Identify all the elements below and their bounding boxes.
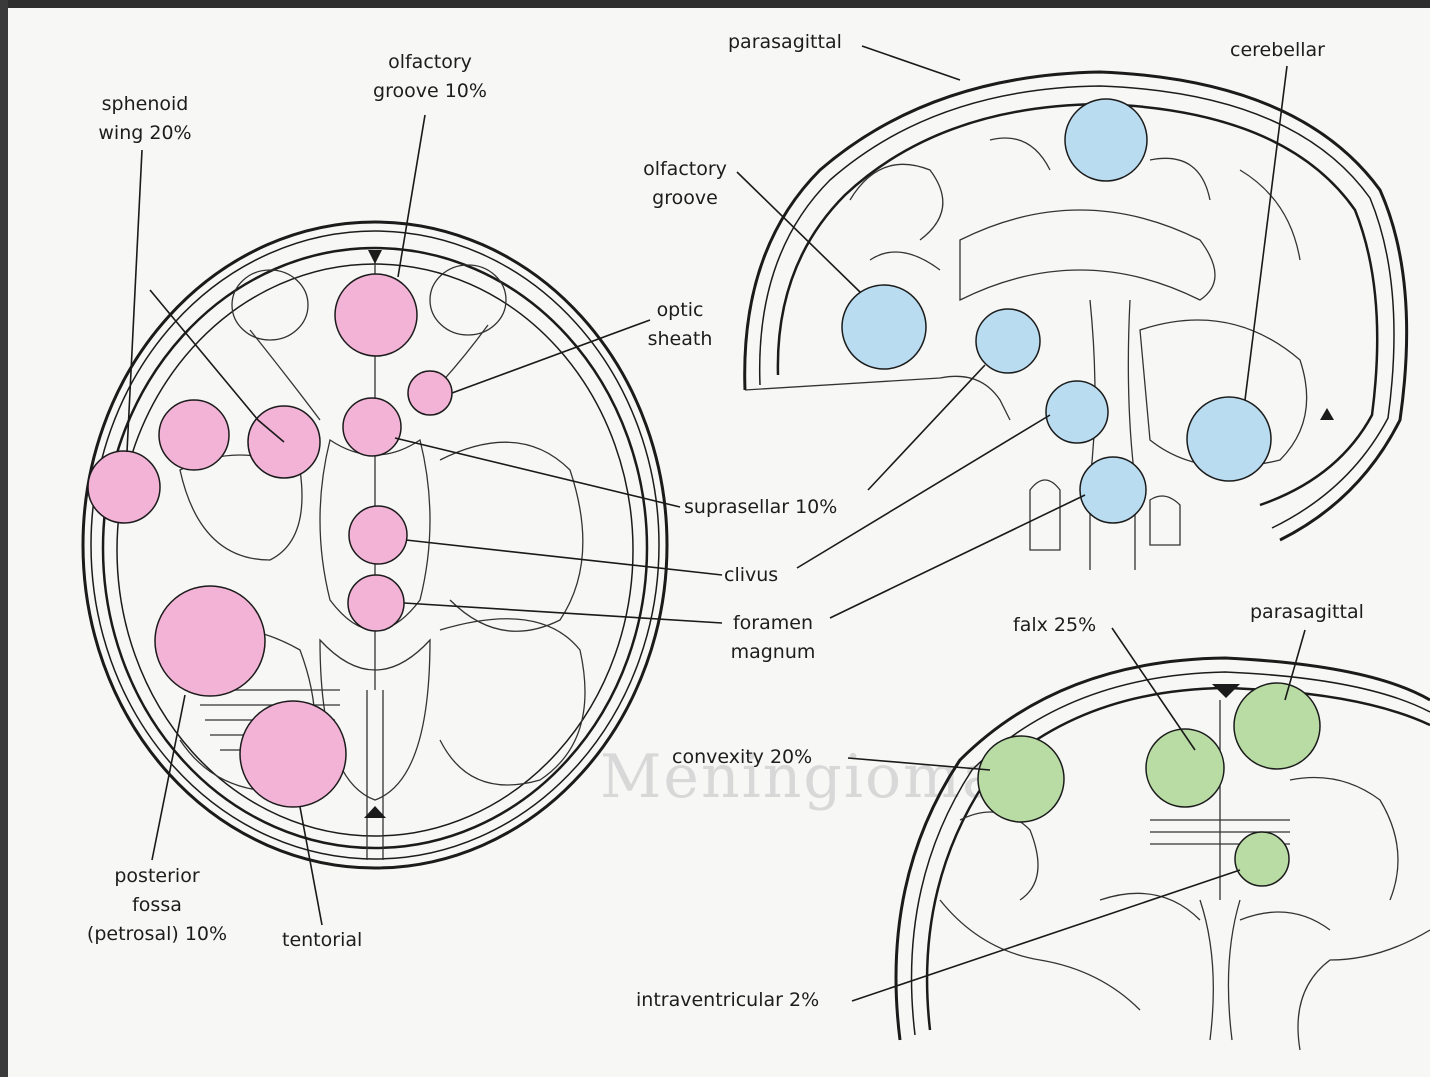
label-olfactory-groove-axial: olfactory groove 10% [350,48,510,106]
sagittal-tumors [842,99,1271,523]
label-line: groove 10% [350,77,510,106]
tumor-foramen-magnum-sagittal [1080,457,1146,523]
label-cerebellar: cerebellar [1230,36,1325,65]
tumor-clivus-axial [349,506,407,564]
tumor-olfactory-groove-axial [335,274,417,356]
tumor-convexity [978,736,1064,822]
tumor-olfactory-groove-sagittal [842,285,926,369]
label-suprasellar: suprasellar 10% [684,493,837,522]
label-line: groove [620,184,750,213]
tumor-cerebellar [1187,397,1271,481]
tumor-sphenoid-wing-lateral [88,451,160,523]
axial-tumors [88,274,452,807]
label-line: optic [630,296,730,325]
tumor-planum-sagittal [976,309,1040,373]
label-line: sheath [630,325,730,354]
label-intraventricular: intraventricular 2% [636,986,819,1015]
tumor-falx [1146,729,1224,807]
label-posterior-fossa: posterior fossa (petrosal) 10% [62,862,252,949]
label-line: sphenoid [70,90,220,119]
label-convexity: convexity 20% [672,743,812,772]
label-sphenoid-wing: sphenoid wing 20% [70,90,220,148]
label-line: foramen [718,609,828,638]
tumor-sphenoid-wing-middle [159,400,229,470]
tumor-parasagittal-sagittal [1065,99,1147,181]
tumor-optic-sheath [408,371,452,415]
coronal-tumors [978,683,1320,886]
label-line: wing 20% [70,119,220,148]
label-line: olfactory [350,48,510,77]
label-line: (petrosal) 10% [62,920,252,949]
tumor-foramen-magnum-axial [348,575,404,631]
label-line: fossa [62,891,252,920]
label-tentorial: tentorial [282,926,362,955]
label-clivus: clivus [724,561,778,590]
label-foramen-magnum: foramen magnum [718,609,828,667]
tumor-posterior-fossa [155,586,265,696]
tumor-clivus-sagittal [1046,381,1108,443]
label-falx: falx 25% [1013,611,1096,640]
label-parasagittal-sagittal: parasagittal [728,28,842,57]
label-optic-sheath: optic sheath [630,296,730,354]
tumor-suprasellar [343,398,401,456]
label-line: olfactory [620,155,750,184]
tumor-tentorial [240,701,346,807]
tumor-parasagittal-coronal [1234,683,1320,769]
label-parasagittal-coronal: parasagittal [1250,598,1364,627]
label-line: magnum [718,638,828,667]
tumor-intraventricular [1235,832,1289,886]
coronal-brain-section [896,658,1430,1050]
label-olfactory-groove-sagittal: olfactory groove [620,155,750,213]
label-line: posterior [62,862,252,891]
